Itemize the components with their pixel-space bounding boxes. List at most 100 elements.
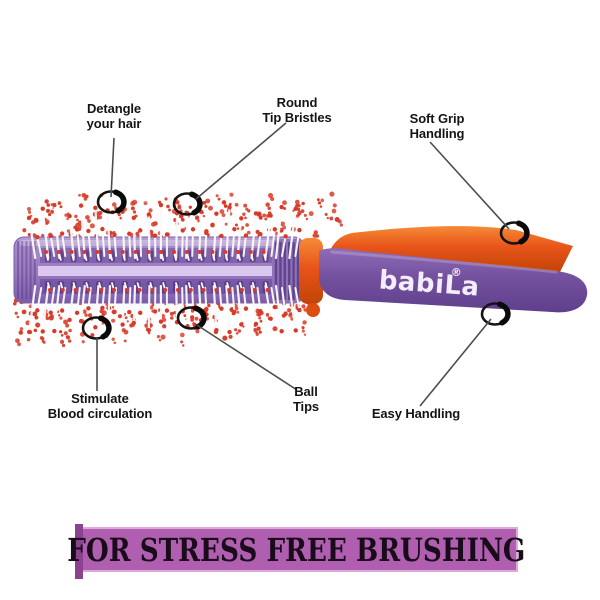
bristle-needle (139, 229, 143, 257)
bristle-tip-dot (286, 308, 292, 313)
face-ball-tip (86, 288, 91, 292)
bristle-tip-dot (81, 192, 87, 198)
bristle-tip-dot (234, 223, 239, 227)
callout-line-easy-handling (419, 318, 492, 407)
callout-line-detangle (110, 137, 115, 198)
bristle-needle (87, 287, 92, 310)
callout-markers (81, 189, 530, 340)
bristle-tip-dot (282, 225, 287, 230)
bristle-ball-tip (74, 310, 80, 315)
bristle-tip-dot (236, 227, 240, 230)
bristle-ball-tip (146, 212, 152, 217)
bristle-tip-dot (228, 334, 233, 339)
bristle-tip-dot (40, 336, 45, 341)
bristle-needle (212, 212, 218, 260)
bristle-tip-dot (41, 233, 45, 237)
bristle-tip-dot (256, 312, 260, 317)
purple-handle (319, 248, 588, 313)
bristle-tip-dot (123, 329, 129, 335)
bristle-tip-dot (242, 325, 245, 328)
face-ball-tip (73, 288, 78, 292)
bristle-tip-dot (68, 328, 72, 333)
bristle-needle (264, 214, 272, 260)
face-ball-tip (48, 288, 52, 292)
bristle-tip-dot (14, 311, 18, 315)
bristle-tip-dot (182, 344, 185, 347)
bristle-tip-dot (308, 211, 314, 217)
bristle-tip-dot (59, 339, 65, 344)
bristle-tip-dot (27, 232, 32, 237)
bristle-tip-dot (302, 320, 307, 325)
bristle-tip-dot (242, 212, 246, 216)
callout-line-round-tip-bristles (195, 122, 287, 200)
bristle-tip-dot (63, 331, 68, 336)
bristle-tip-dot (111, 337, 115, 341)
bristle-needle (49, 234, 56, 257)
bristle-tip-dot (221, 213, 226, 218)
bristle-tip-dot (221, 200, 227, 205)
bristle-ball-tip (52, 202, 57, 208)
bristle-tip-dot (318, 202, 322, 205)
bristle-ball-tip (152, 309, 158, 314)
bristle-tip-dot (259, 319, 263, 323)
face-ball-tip (137, 288, 142, 292)
bristle-tip-dot (190, 315, 195, 320)
bristle-tip-dot (135, 231, 141, 237)
bristle-tip-dot (303, 333, 307, 336)
bristle-ball-tip (40, 206, 45, 211)
bristle-tip-dot (194, 316, 199, 321)
bristle-tip-dot (44, 221, 49, 225)
face-ball-tip (108, 250, 112, 254)
bristle-tip-dot (156, 334, 161, 339)
bristle-tip-dot (183, 314, 187, 318)
bristle-ball-tip (190, 227, 196, 232)
bristle-needle (204, 287, 208, 311)
face-ball-tip (214, 288, 219, 292)
bristle-tip-dot (180, 340, 184, 344)
bristle-tip-dot (294, 199, 300, 205)
bristle-tip-dot (312, 233, 318, 238)
face-ball-tip (201, 288, 206, 292)
bristle-tip-dot (148, 208, 153, 213)
bristle-needle (61, 232, 67, 257)
callout-label-detangle: Detangle your hair (86, 101, 142, 131)
face-ball-tip (99, 288, 104, 292)
bristle-needle (113, 287, 118, 313)
ring-shade (188, 191, 203, 216)
bristle-tip-dot (234, 306, 239, 311)
bristle-tip-dot (257, 211, 261, 215)
face-ball-tip (236, 250, 240, 254)
bristle-tip-dot (117, 212, 121, 217)
face-ball-tip (159, 250, 164, 254)
bristle-tip-dot (337, 219, 342, 224)
bristle-ball-tip (48, 233, 53, 239)
bristle-tip-dot (132, 210, 137, 214)
face-ball-tip (112, 288, 116, 292)
bristle-tip-dot (111, 318, 116, 323)
ring-shade (192, 305, 207, 330)
bristle-tip-dot (13, 301, 17, 306)
bristle-tip-dot (98, 210, 103, 215)
bristle-needle (231, 228, 236, 257)
bristle-tip-dot (17, 342, 21, 347)
bristle-tip-dot (32, 311, 38, 317)
callout-label-easy-handling: Easy Handling (371, 406, 461, 421)
bristle-ball-tip (272, 304, 277, 310)
bristle-tip-dot (61, 343, 66, 348)
bristle-tip-dot (283, 207, 287, 211)
bristle-tip-dot (245, 207, 249, 211)
bristle-tip-dot (45, 316, 50, 321)
bristle-needle (87, 229, 92, 257)
bristle-tip-dot (245, 223, 250, 227)
bristle-needle (280, 235, 287, 257)
bristle-tip-dot (258, 330, 262, 334)
bristle-tip-dot (126, 320, 129, 323)
bristle-ball-tip (268, 213, 273, 218)
bristle-tip-dot (117, 314, 123, 319)
bristle-needle (250, 284, 258, 326)
callout-label-ball-tips: Ball Tips (292, 384, 320, 414)
ring-shade (112, 189, 127, 214)
bristle-tip-dot (84, 313, 88, 317)
face-ball-tip (56, 250, 61, 254)
